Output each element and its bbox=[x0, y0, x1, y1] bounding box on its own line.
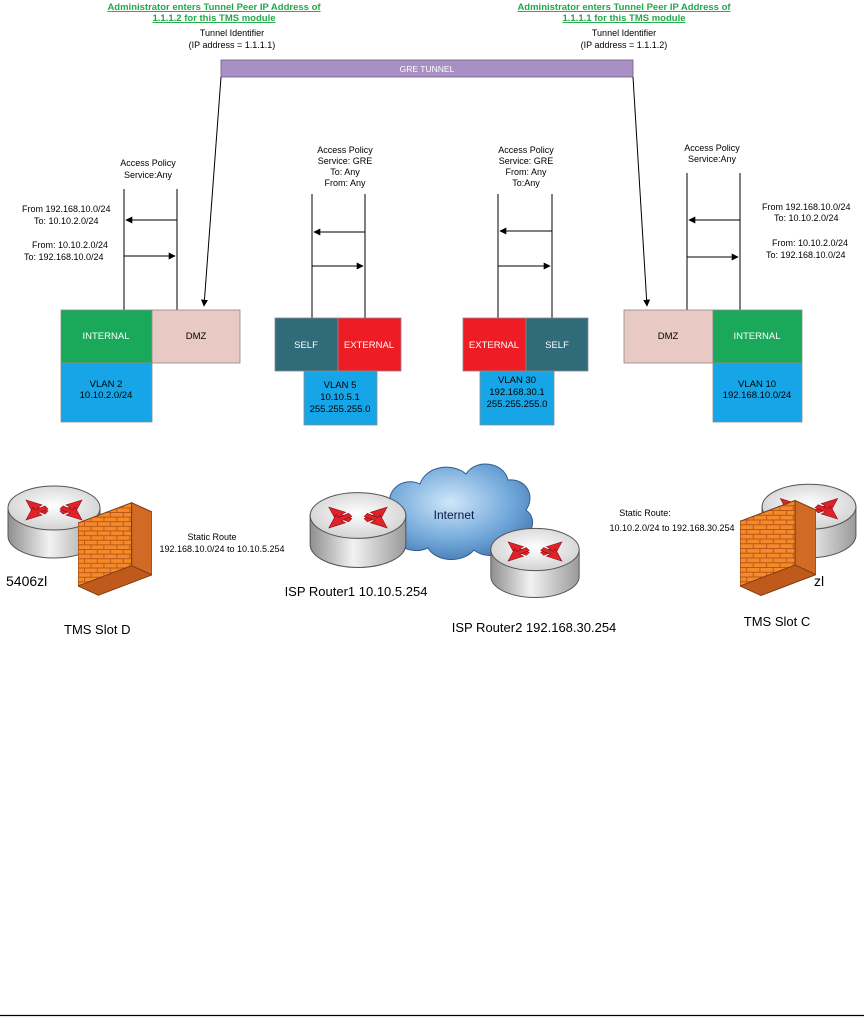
policy4-title: Access Policy bbox=[684, 143, 740, 153]
policy2-service: Service: GRE bbox=[318, 156, 373, 166]
gre-tunnel-bar bbox=[220, 59, 634, 78]
vlan2-name: VLAN 2 bbox=[90, 379, 123, 390]
zone-self-mid-left bbox=[274, 317, 339, 372]
right-tunnel-identifier: Tunnel Identifier bbox=[592, 28, 656, 38]
left-tunnel-ip: (IP address = 1.1.1.1) bbox=[189, 40, 276, 50]
right-admin-line2: 1.1.1.1 for this TMS module bbox=[563, 13, 686, 24]
policy-2: Access Policy Service: GRE To: Any From:… bbox=[311, 145, 373, 318]
internet-label: Internet bbox=[434, 508, 475, 522]
zone-external-mid-left-label: EXTERNAL bbox=[344, 340, 394, 351]
policy3-service: Service: GRE bbox=[499, 156, 554, 166]
tunnel-arrow-left bbox=[200, 76, 222, 307]
zone-external-mid-left bbox=[337, 317, 402, 372]
right-tunnel-ip: (IP address = 1.1.1.2) bbox=[581, 40, 668, 50]
isp-router1-icon bbox=[309, 492, 407, 569]
left-admin-line2: 1.1.1.2 for this TMS module bbox=[153, 13, 276, 24]
policy4-service: Service:Any bbox=[688, 154, 737, 164]
vlan5-ip: 10.10.5.1 bbox=[320, 392, 360, 403]
policy4-to2: To: 192.168.10.0/24 bbox=[766, 250, 846, 260]
policy2-title: Access Policy bbox=[317, 145, 373, 155]
vlan30-box bbox=[479, 370, 555, 426]
vlan30-ip: 192.168.30.1 bbox=[489, 387, 544, 398]
isp-router1-label: ISP Router1 10.10.5.254 bbox=[285, 584, 428, 599]
right-admin-line1: Administrator enters Tunnel Peer IP Addr… bbox=[517, 2, 731, 13]
policy1-from2: From: 10.10.2.0/24 bbox=[32, 240, 108, 250]
policy4-to1: To: 10.10.2.0/24 bbox=[774, 213, 839, 223]
zone-self-mid-right-label: SELF bbox=[545, 340, 569, 351]
vlan30-name: VLAN 30 bbox=[498, 375, 536, 386]
gre-tunnel-label: GRE TUNNEL bbox=[400, 64, 455, 74]
policy2-from: From: Any bbox=[324, 178, 366, 188]
vlan10-box bbox=[712, 362, 803, 423]
switch-right-label: zl bbox=[814, 573, 824, 589]
policy-1: Access Policy Service:Any From 192.168.1… bbox=[22, 158, 178, 310]
policy1-to2: To: 192.168.10.0/24 bbox=[24, 252, 104, 262]
static-route-right-value: 10.10.2.0/24 to 192.168.30.254 bbox=[609, 523, 734, 533]
zone-dmz-right-label: DMZ bbox=[658, 331, 679, 342]
policy-4: Access Policy Service:Any From 192.168.1… bbox=[684, 143, 851, 310]
policy1-title: Access Policy bbox=[120, 158, 176, 168]
policy3-title: Access Policy bbox=[498, 145, 554, 155]
static-route-left-title: Static Route bbox=[187, 532, 236, 542]
right-admin-note: Administrator enters Tunnel Peer IP Addr… bbox=[517, 2, 731, 50]
vlan10-name: VLAN 10 bbox=[738, 379, 776, 390]
vlan2-subnet: 10.10.2.0/24 bbox=[80, 390, 133, 401]
switch-left-label: 5406zl bbox=[6, 573, 47, 589]
vlan5-box bbox=[303, 370, 378, 426]
zone-dmz-left-label: DMZ bbox=[186, 331, 207, 342]
vlan5-mask: 255.255.255.0 bbox=[310, 404, 371, 415]
policy2-to: To: Any bbox=[330, 167, 360, 177]
zone-internal-right bbox=[712, 309, 803, 364]
zone-internal-left bbox=[60, 309, 153, 364]
vlan5-name: VLAN 5 bbox=[324, 380, 357, 391]
left-admin-line1: Administrator enters Tunnel Peer IP Addr… bbox=[107, 2, 321, 13]
vlan30-mask: 255.255.255.0 bbox=[487, 399, 548, 410]
zone-internal-left-label: INTERNAL bbox=[83, 331, 130, 342]
vlan10-subnet: 192.168.10.0/24 bbox=[723, 390, 792, 401]
policy4-from2: From: 10.10.2.0/24 bbox=[772, 238, 848, 248]
zone-internal-right-label: INTERNAL bbox=[734, 331, 781, 342]
tunnel-arrow-right bbox=[632, 76, 651, 307]
left-admin-note: Administrator enters Tunnel Peer IP Addr… bbox=[107, 2, 321, 50]
isp-router2-icon bbox=[490, 527, 580, 599]
policy4-from1: From 192.168.10.0/24 bbox=[762, 202, 851, 212]
tms-left-label: TMS Slot D bbox=[64, 622, 130, 637]
zone-self-mid-right bbox=[525, 317, 589, 372]
policy1-from1: From 192.168.10.0/24 bbox=[22, 204, 111, 214]
policy3-to: To:Any bbox=[512, 178, 540, 188]
policy1-service: Service:Any bbox=[124, 170, 173, 180]
static-route-right-title: Static Route: bbox=[619, 508, 671, 518]
policy-3: Access Policy Service: GRE From: Any To:… bbox=[497, 145, 554, 318]
zone-external-mid-right bbox=[462, 317, 527, 372]
zone-self-mid-left-label: SELF bbox=[294, 340, 318, 351]
zone-external-mid-right-label: EXTERNAL bbox=[469, 340, 519, 351]
static-route-left-value: 192.168.10.0/24 to 10.10.5.254 bbox=[159, 544, 284, 554]
isp-router2-label: ISP Router2 192.168.30.254 bbox=[452, 620, 617, 635]
policy1-to1: To: 10.10.2.0/24 bbox=[34, 216, 99, 226]
policy3-from: From: Any bbox=[505, 167, 547, 177]
tms-right-label: TMS Slot C bbox=[744, 614, 810, 629]
zone-dmz-right bbox=[623, 309, 714, 364]
left-tunnel-identifier: Tunnel Identifier bbox=[200, 28, 264, 38]
vlan2-box bbox=[60, 362, 153, 423]
firewall-right-icon bbox=[740, 500, 816, 596]
zone-dmz-left bbox=[151, 309, 241, 364]
